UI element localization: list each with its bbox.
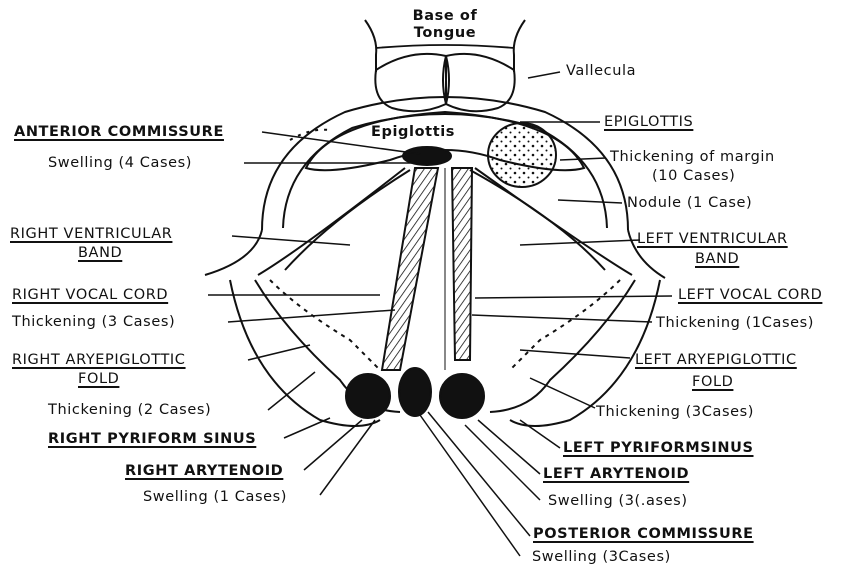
right-ventricular-band-label-line1: RIGHT VENTRICULAR [10,226,172,242]
anterior-commissure-label: ANTERIOR COMMISSURE [14,124,224,140]
left-pyriform-sinus-label: LEFT PYRIFORMSINUS [563,440,754,456]
arytenoids [346,368,484,418]
vallecula [375,54,514,111]
left-aryepiglottic-thickening-label: Thickening (3Cases) [596,404,754,420]
anterior-swelling-label: Swelling (4 Cases) [48,155,192,171]
right-aryepiglottic-fold-label-line2: FOLD [78,371,119,387]
left-aryepiglottic-fold-label-line1: LEFT ARYEPIGLOTTIC [635,352,797,368]
right-vocal-cord-label: RIGHT VOCAL CORD [12,287,168,303]
vocal-cords [382,168,472,370]
epiglottis-label: EPIGLOTTIS [604,114,693,130]
right-vocal-thickening-label: Thickening (3 Cases) [12,314,175,330]
left-aryepiglottic-fold-label-line2: FOLD [692,374,733,390]
right-arytenoid-label: RIGHT ARYTENOID [125,463,283,479]
right-aryepiglottic-fold-label-line1: RIGHT ARYEPIGLOTTIC [12,352,186,368]
right-arytenoid-swelling-label: Swelling (1 Cases) [143,489,287,505]
base-of-tongue-label-line2: Tongue [395,25,495,41]
nodule [488,123,556,187]
right-aryepiglottic-thickening-label: Thickening (2 Cases) [48,402,211,418]
left-ventricular-band-label-line2: BAND [695,251,739,267]
right-pyriform-sinus-label: RIGHT PYRIFORM SINUS [48,431,256,447]
thickening-of-margin-cases-label: (10 Cases) [652,168,735,184]
right-ventricular-band-label-line2: BAND [78,245,122,261]
left-arytenoid-label: LEFT ARYTENOID [543,466,689,482]
thickening-of-margin-label: Thickening of margin [610,149,775,165]
base-of-tongue-label-line1: Base of [395,8,495,24]
left-vocal-cord-label: LEFT VOCAL CORD [678,287,822,303]
posterior-commissure-label: POSTERIOR COMMISSURE [533,526,754,542]
left-arytenoid-swelling-label: Swelling (3(.ases) [548,493,688,509]
epiglottis-inner-label: Epiglottis [371,124,455,140]
left-ventricular-band-label-line1: LEFT VENTRICULAR [637,231,788,247]
left-vocal-thickening-label: Thickening (1Cases) [656,315,814,331]
posterior-swelling-label: Swelling (3Cases) [532,549,671,565]
vallecula-label: Vallecula [566,63,636,79]
nodule-label: Nodule (1 Case) [627,195,752,211]
